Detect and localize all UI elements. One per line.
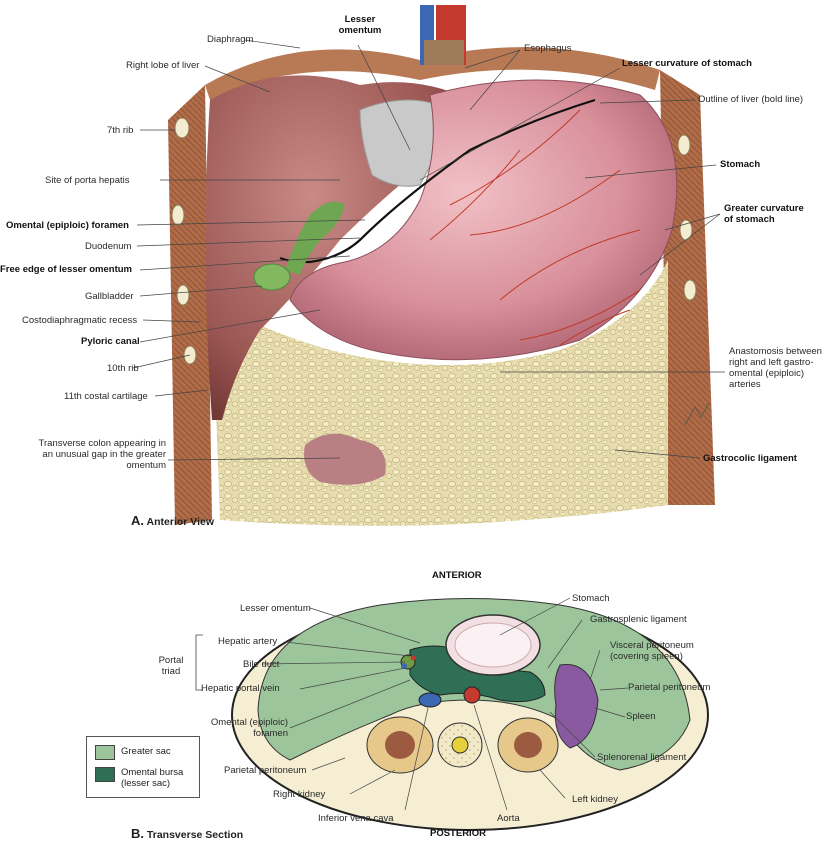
legend-label-greater-sac: Greater sac bbox=[121, 746, 171, 757]
label-splenorenal: Splenorenal ligament bbox=[597, 752, 687, 763]
caption-b: B. Transverse Section bbox=[131, 826, 243, 841]
label-ivc: Inferior vena cava bbox=[318, 813, 394, 824]
label-bile-duct: Bile duct bbox=[243, 659, 280, 670]
label-posterior: POSTERIOR bbox=[430, 828, 486, 839]
label-gastrosplenic: Gastrosplenic ligament bbox=[590, 614, 687, 625]
caption-a-letter: A. bbox=[131, 513, 144, 528]
label-gastrocolic: Gastrocolic ligament bbox=[703, 453, 797, 464]
label-parietal-peritoneum-l: Parietal peritoneum bbox=[224, 765, 307, 776]
label-lesser-omentum-top: Lesser omentum bbox=[338, 14, 382, 36]
legend-label-omental-bursa: Omental bursa (lesser sac) bbox=[121, 767, 184, 789]
label-11th-costal-cartilage: 11th costal cartilage bbox=[64, 391, 148, 402]
label-costodiaphragmatic: Costodiaphragmatic recess bbox=[22, 315, 138, 326]
label-anastomosis: Anastomosis between right and left gastr… bbox=[729, 346, 822, 390]
label-stomach-b: Stomach bbox=[572, 593, 610, 604]
label-site-porta-hepatis: Site of porta hepatis bbox=[45, 175, 130, 186]
legend: Greater sac Omental bursa (lesser sac) bbox=[86, 736, 200, 798]
legend-swatch-greater-sac bbox=[95, 745, 115, 760]
label-outline-liver: Outline of liver (bold line) bbox=[698, 94, 804, 105]
label-right-kidney: Right kidney bbox=[273, 789, 326, 800]
legend-swatch-omental-bursa bbox=[95, 767, 115, 782]
label-greater-curvature: Greater curvature of stomach bbox=[724, 203, 804, 225]
caption-a-text: Anterior View bbox=[146, 516, 215, 528]
label-free-edge: Free edge of lesser omentum bbox=[0, 264, 132, 275]
label-lesser-curvature: Lesser curvature of stomach bbox=[622, 58, 752, 69]
caption-a: A. Anterior View bbox=[131, 513, 214, 528]
label-duodenum: Duodenum bbox=[85, 241, 132, 252]
caption-b-letter: B. bbox=[131, 826, 144, 841]
label-left-kidney: Left kidney bbox=[572, 794, 618, 805]
label-esophagus: Esophagus bbox=[524, 43, 572, 54]
label-aorta: Aorta bbox=[497, 813, 520, 824]
label-right-lobe-liver: Right lobe of liver bbox=[126, 60, 200, 71]
label-parietal-peritoneum-r: Parietal peritoneum bbox=[628, 682, 711, 693]
label-hepatic-artery: Hepatic artery bbox=[218, 636, 278, 647]
caption-b-text: Transverse Section bbox=[146, 829, 244, 841]
label-anterior: ANTERIOR bbox=[432, 570, 482, 581]
label-diaphragm: Diaphragm bbox=[207, 34, 254, 45]
label-omental-foramen-a: Omental (epiploic) foramen bbox=[6, 220, 129, 231]
label-7th-rib: 7th rib bbox=[107, 125, 134, 136]
label-gallbladder: Gallbladder bbox=[85, 291, 134, 302]
label-omental-foramen-b: Omental (epiploic) foramen bbox=[210, 717, 288, 739]
label-portal-triad: Portal triad bbox=[158, 655, 184, 677]
label-stomach-a: Stomach bbox=[720, 159, 761, 170]
label-hepatic-portal-vein: Hepatic portal vein bbox=[201, 683, 280, 694]
label-10th-rib: 10th rib bbox=[107, 363, 139, 374]
label-lesser-omentum-b: Lesser omentum bbox=[240, 603, 311, 614]
label-pyloric-canal: Pyloric canal bbox=[81, 336, 140, 347]
label-transverse-colon: Transverse colon appearing in an unusual… bbox=[38, 438, 166, 471]
label-spleen: Spleen bbox=[626, 711, 656, 722]
label-visceral-peritoneum: Visceral peritoneum (covering spleen) bbox=[610, 640, 694, 662]
